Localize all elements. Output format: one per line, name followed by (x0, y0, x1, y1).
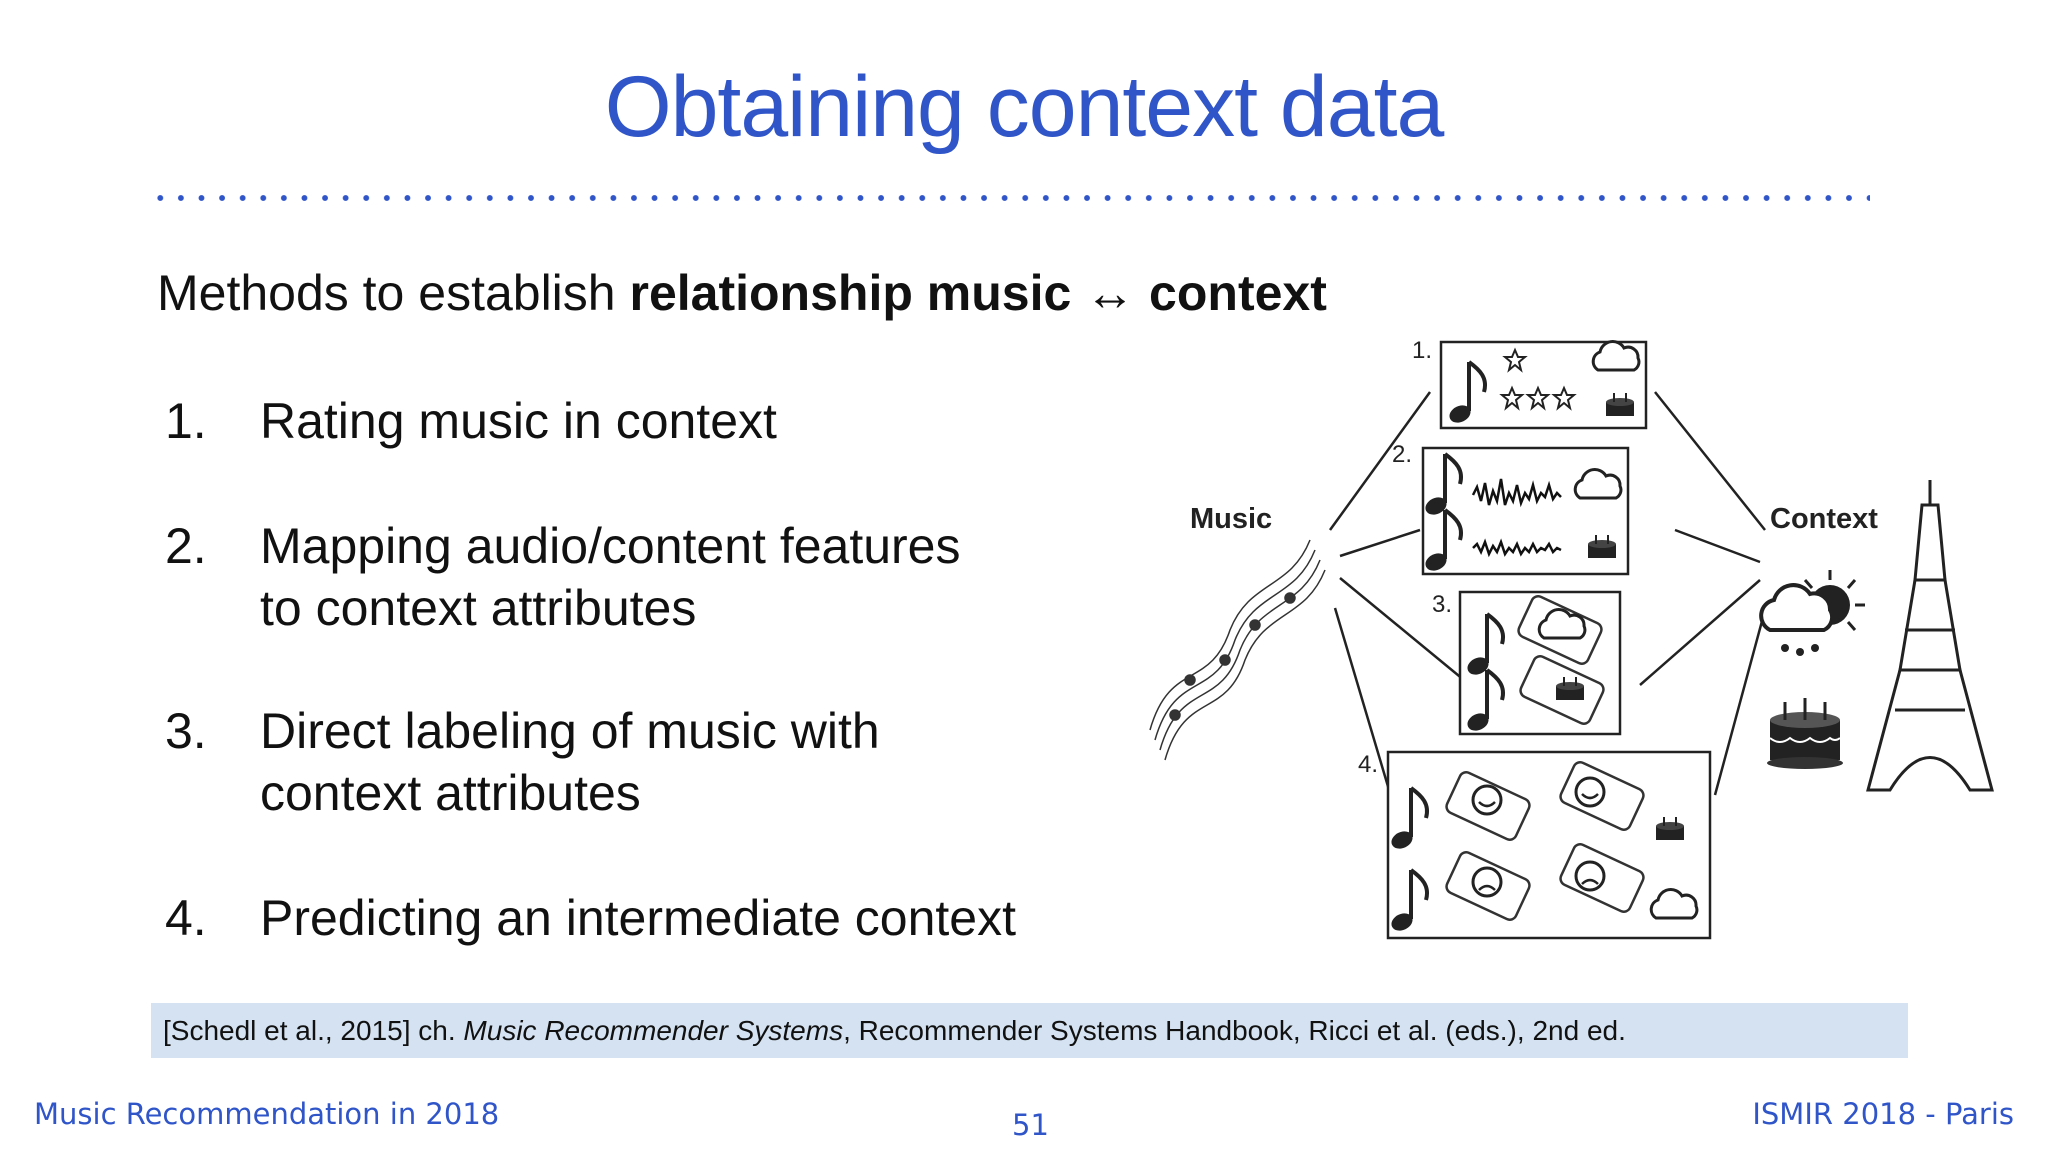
intermediate-context-box (1386, 750, 1712, 940)
audio-features-box (1420, 446, 1630, 576)
intro-line: Methods to establish relationship music … (157, 264, 1327, 322)
page-number: 51 (1012, 1108, 1049, 1142)
reference-citation: [Schedl et al., 2015] ch. Music Recommen… (151, 1003, 1908, 1058)
method-item-1: 1. Rating music in context (165, 390, 777, 452)
dotted-divider (150, 190, 1870, 206)
context-label: Context (1770, 503, 1878, 535)
method-text: Mapping audio/content features (260, 518, 961, 574)
context-cake-icon (1767, 698, 1843, 769)
direct-labeling-box (1458, 590, 1622, 736)
reference-suffix: , Recommender Systems Handbook, Ricci et… (843, 1015, 1626, 1046)
method-text: Direct labeling of music with (260, 703, 880, 759)
footer-left: Music Recommendation in 2018 (34, 1097, 500, 1131)
connector-lines (1328, 391, 1767, 811)
intro-bold: relationship music ↔ context (629, 265, 1327, 321)
box-label-3: 3. (1432, 591, 1452, 618)
method-text: context attributes (260, 765, 641, 821)
box-label-1: 1. (1412, 337, 1432, 364)
context-weather-icon (1759, 570, 1865, 656)
box-label-4: 4. (1358, 751, 1378, 778)
method-item-2: 2. Mapping audio/content features to conte… (165, 515, 961, 639)
slide-title: Obtaining context data (604, 59, 1445, 155)
method-text: Rating music in context (260, 393, 777, 449)
method-number: 3. (165, 703, 207, 759)
eiffel-tower-icon (1866, 480, 1994, 792)
method-number: 4. (165, 890, 207, 946)
rating-box (1439, 340, 1648, 430)
method-text: Predicting an intermediate context (260, 890, 1016, 946)
reference-italic: Music Recommender Systems (463, 1015, 844, 1046)
music-context-diagram: Music Context 1. 2. 3. (1149, 337, 1994, 940)
music-label: Music (1190, 503, 1272, 535)
footer-right: ISMIR 2018 - Paris (1752, 1097, 2014, 1131)
music-sheet-icon (1149, 539, 1326, 761)
method-item-3: 3. Direct labeling of music with context a… (165, 700, 880, 824)
method-number: 2. (165, 518, 207, 574)
reference-prefix: [Schedl et al., 2015] ch. (163, 1015, 464, 1046)
method-text: to context attributes (260, 580, 697, 636)
method-number: 1. (165, 393, 207, 449)
intro-prefix: Methods to establish (157, 265, 630, 321)
box-label-2: 2. (1392, 441, 1412, 468)
method-item-4: 4. Predicting an intermediate context (165, 887, 1016, 949)
